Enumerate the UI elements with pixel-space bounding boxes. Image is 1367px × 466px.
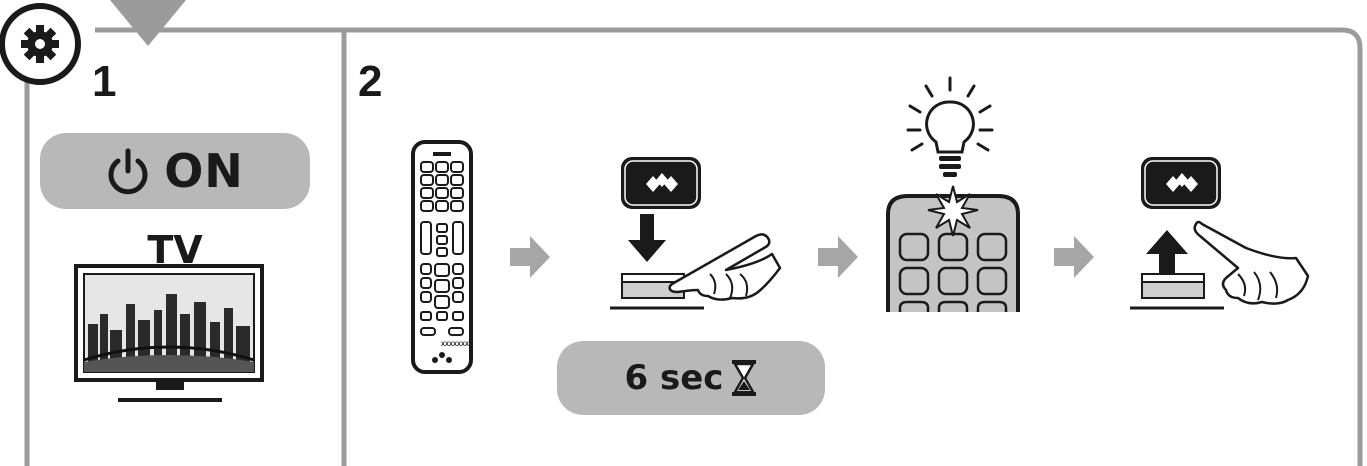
logo-key-icon <box>1140 156 1222 210</box>
logo-key-icon <box>620 156 702 210</box>
remote-control-icon: XXXXXXX <box>411 140 475 376</box>
light-bulb-icon <box>904 76 996 182</box>
remote-model-label: XXXXXXX <box>441 342 469 348</box>
hold-time-badge: 6 sec <box>557 341 825 415</box>
gear-icon <box>0 0 90 90</box>
hourglass-icon <box>731 359 757 397</box>
right-arrow-icon <box>1054 236 1096 278</box>
tv-icon <box>74 264 266 406</box>
step-2-number: 2 <box>358 60 382 104</box>
release-button-hand-icon <box>1128 214 1318 314</box>
right-arrow-icon <box>818 236 860 278</box>
on-label: ON <box>164 144 244 198</box>
right-arrow-icon <box>510 236 552 278</box>
power-on-badge: ON <box>40 133 310 209</box>
press-button-hand-icon <box>608 214 788 314</box>
remote-led-flash-icon <box>884 184 1022 316</box>
up-arrow-icon <box>1146 230 1188 274</box>
down-arrow-icon <box>110 0 186 46</box>
down-arrow-icon <box>628 214 666 262</box>
step-1-number: 1 <box>92 60 116 104</box>
power-icon <box>106 147 150 195</box>
hold-time-label: 6 sec <box>625 358 724 398</box>
